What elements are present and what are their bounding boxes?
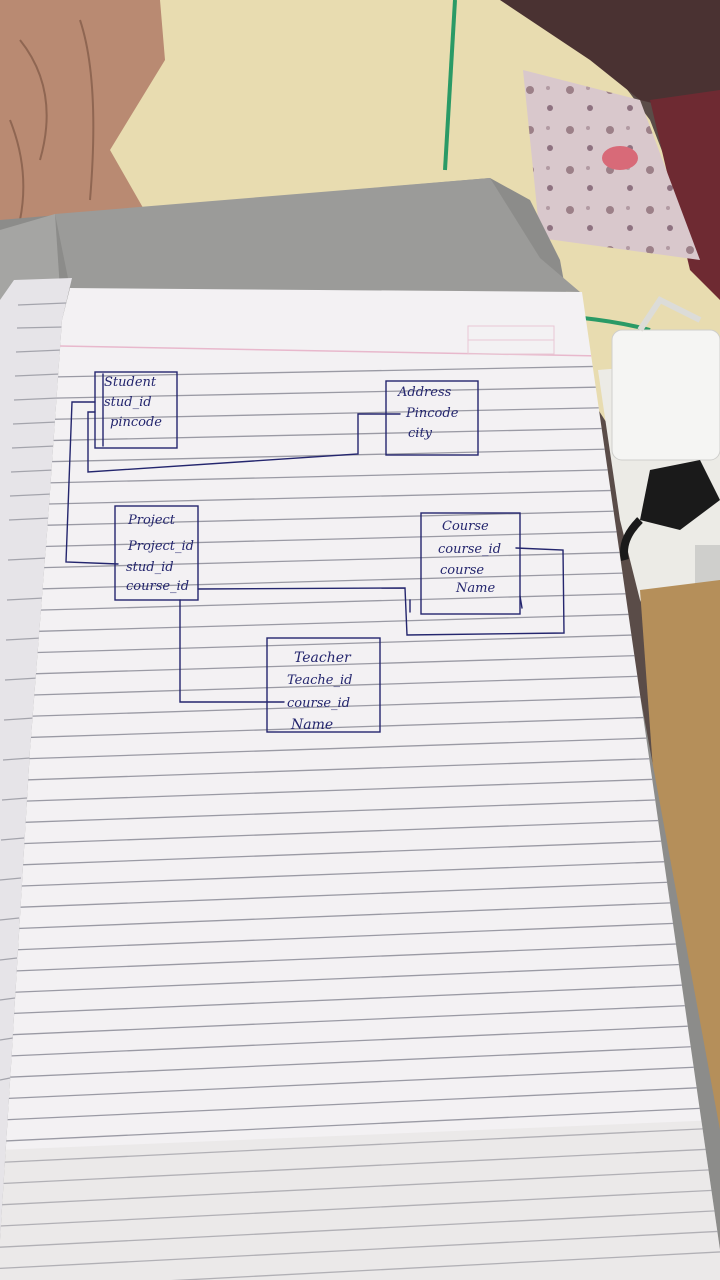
entity-project-field: course_id	[126, 579, 189, 594]
entity-course-title: Course	[442, 519, 489, 534]
ruled-line	[0, 755, 720, 782]
entity-address: Address Pincode city	[385, 380, 479, 456]
ruled-line	[0, 858, 720, 888]
ruled-line	[0, 1024, 720, 1058]
ruled-line	[0, 631, 720, 655]
entity-course-field: Name	[455, 581, 495, 596]
entity-address-field: Pincode	[405, 406, 459, 421]
link-course-tick	[519, 595, 523, 609]
ruled-line	[0, 507, 720, 528]
notebook-page	[0, 288, 720, 1280]
ruled-line	[0, 445, 720, 464]
ruled-line	[0, 425, 720, 443]
entity-course-field: course_id	[438, 542, 501, 557]
ruled-line	[0, 817, 720, 846]
link-project-teacher	[179, 599, 285, 703]
entity-teacher-field: course_id	[287, 696, 350, 711]
entity-address-title: Address	[397, 385, 452, 400]
ruled-line	[0, 735, 720, 761]
ruled-line	[0, 1044, 720, 1079]
ruled-line	[0, 962, 720, 994]
entity-course-field: course	[440, 563, 484, 578]
ruled-line	[0, 797, 720, 824]
ruled-line	[0, 1065, 720, 1100]
ruled-line	[0, 487, 720, 506]
ruled-line	[0, 838, 720, 867]
entity-teacher: Teacher Teache_id course_id Name	[266, 637, 381, 733]
ruled-line	[0, 1086, 720, 1121]
entity-teacher-field: Teache_id	[287, 673, 352, 688]
ruled-line	[0, 590, 720, 612]
entity-address-field: city	[408, 426, 433, 441]
ruled-line	[0, 1106, 720, 1142]
entity-address-box	[385, 380, 479, 456]
ruled-line	[0, 1230, 720, 1270]
ruled-line	[0, 1168, 720, 1206]
ruled-line	[0, 900, 720, 930]
ruled-line	[0, 776, 720, 803]
relationship-lines	[65, 401, 565, 703]
er-diagram: Student stud_id pincode Address Pincode …	[65, 371, 565, 733]
ruled-line	[0, 879, 720, 909]
entity-project-field: stud_id	[126, 560, 174, 575]
ruled-line	[0, 982, 720, 1015]
link-student-address	[87, 411, 401, 473]
entity-course-box	[420, 512, 521, 615]
ruled-line	[0, 1003, 720, 1036]
link-project-course	[197, 547, 565, 636]
entity-student-box	[94, 371, 178, 449]
ruled-line	[0, 1210, 720, 1248]
ruled-line	[0, 1251, 720, 1280]
ruled-line	[0, 1148, 720, 1185]
ruled-line	[0, 920, 720, 952]
entity-student: Student stud_id pincode	[94, 371, 178, 449]
ruled-line	[0, 693, 720, 718]
entity-student-field: pincode	[110, 415, 162, 430]
ruled-line	[0, 1127, 720, 1164]
left-page	[0, 278, 72, 1240]
entity-course: Course course_id course Name	[420, 512, 521, 615]
entity-project-box	[114, 505, 199, 601]
ruled-line	[0, 1189, 720, 1227]
entity-project-title: Project	[127, 513, 176, 528]
entity-teacher-title: Teacher	[294, 650, 352, 666]
entity-student-title: Student	[104, 375, 157, 390]
entity-teacher-box	[266, 637, 381, 733]
entity-student-field: stud_id	[104, 395, 152, 410]
entity-project: Project Project_id stud_id course_id	[114, 505, 199, 601]
ruled-line	[0, 528, 720, 549]
ruled-line	[0, 714, 720, 740]
entity-teacher-field: Name	[290, 717, 333, 733]
ruled-line	[0, 652, 720, 676]
ruled-line	[0, 673, 720, 697]
ruled-line	[0, 941, 720, 973]
ruled-line	[0, 549, 720, 570]
link-student-project	[65, 401, 119, 565]
ruled-line	[0, 569, 720, 591]
ruled-line	[0, 466, 720, 485]
ruled-line	[0, 611, 720, 634]
entity-project-field: Project_id	[127, 539, 194, 554]
